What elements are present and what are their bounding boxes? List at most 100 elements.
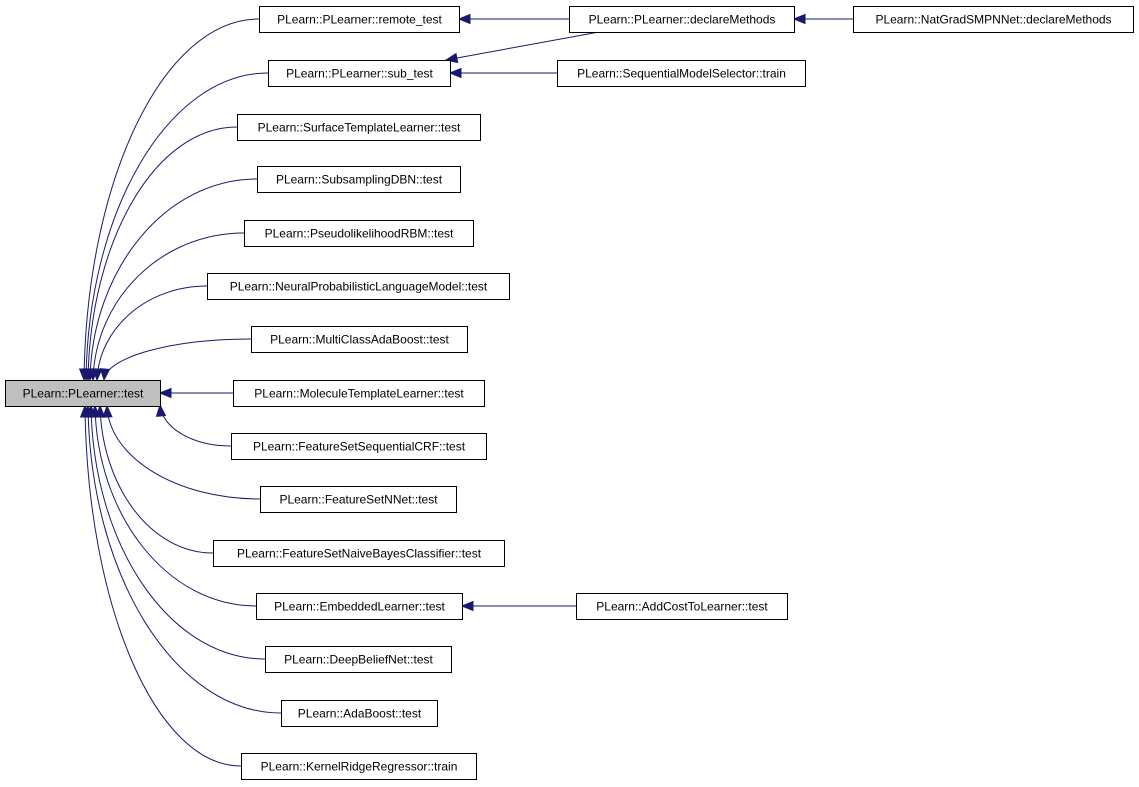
node-box [207, 273, 510, 300]
node-label: PLearn::SubsamplingDBN::test [276, 173, 443, 187]
node-box [853, 6, 1134, 33]
node-box [259, 6, 460, 33]
node-box [231, 433, 487, 460]
node-box [265, 646, 452, 673]
edges-layer [78, 13, 853, 767]
edge-line [103, 338, 252, 381]
edge-multiclass-to-root [99, 338, 252, 382]
node-box [237, 114, 481, 141]
node-addcost[interactable]: PLearn::AddCostToLearner::test [576, 593, 788, 620]
edge-arrowhead [792, 13, 806, 25]
edge-arrowhead [79, 404, 91, 418]
edge-declare-to-remote_test [457, 13, 569, 25]
nodes-layer: PLearn::PLearner::test PLearn::PLearner::… [5, 6, 1134, 780]
node-label: PLearn::MoleculeTemplateLearner::test [254, 387, 464, 401]
edge-line [94, 405, 257, 607]
node-neural[interactable]: PLearn::NeuralProbabilisticLanguageModel… [207, 273, 510, 300]
node-box [233, 380, 485, 407]
edge-line [92, 232, 245, 381]
node-box [576, 593, 788, 620]
node-box [251, 326, 468, 353]
edge-arrowhead [102, 404, 113, 418]
node-label: PLearn::PseudolikelihoodRBM::test [265, 227, 454, 241]
edge-line [87, 405, 282, 714]
node-fsnb[interactable]: PLearn::FeatureSetNaiveBayesClassifier::… [213, 540, 505, 567]
edge-arrowhead [460, 600, 474, 612]
node-subsampling[interactable]: PLearn::SubsamplingDBN::test [257, 166, 461, 193]
edge-remote_test-to-root [78, 18, 260, 382]
node-box [557, 60, 806, 87]
node-sub_test[interactable]: PLearn::PLearner::sub_test [268, 60, 451, 87]
edge-arrowhead [99, 368, 111, 382]
edge-fsnnet-to-root [102, 404, 261, 500]
edge-molecule-to-root [158, 387, 233, 399]
node-embedded[interactable]: PLearn::EmbeddedLearner::test [256, 593, 463, 620]
edge-natgrad-to-declare [792, 13, 853, 25]
edge-arrowhead [158, 387, 172, 399]
node-label: PLearn::NeuralProbabilisticLanguageModel… [230, 280, 488, 294]
node-box [281, 700, 438, 727]
node-label: PLearn::PLearner::remote_test [277, 13, 442, 27]
edge-addcost-to-embedded [460, 600, 576, 612]
edge-kernel-to-root [79, 404, 242, 767]
node-label: PLearn::MultiClassAdaBoost::test [270, 333, 449, 347]
node-label: PLearn::PLearner::test [23, 387, 144, 401]
edge-surface-to-root [82, 126, 238, 382]
edge-neural-to-root [92, 285, 208, 382]
node-box [244, 220, 474, 247]
node-box [260, 486, 457, 513]
node-label: PLearn::PLearner::declareMethods [589, 13, 776, 27]
node-kernel[interactable]: PLearn::KernelRidgeRegressor::train [241, 753, 477, 780]
edge-line [89, 178, 258, 381]
node-label: PLearn::FeatureSetNNet::test [279, 493, 438, 507]
edge-fscrf-to-root [155, 403, 232, 447]
node-label: PLearn::SequentialModelSelector::train [577, 67, 786, 81]
node-box [257, 166, 461, 193]
node-label: PLearn::FeatureSetSequentialCRF::test [253, 440, 466, 454]
node-box [256, 593, 463, 620]
edge-pseudo-to-root [88, 232, 245, 382]
node-label: PLearn::EmbeddedLearner::test [274, 600, 445, 614]
edge-arrowhead [155, 403, 167, 417]
node-fsnnet[interactable]: PLearn::FeatureSetNNet::test [260, 486, 457, 513]
node-pseudo[interactable]: PLearn::PseudolikelihoodRBM::test [244, 220, 474, 247]
node-natgrad[interactable]: PLearn::NatGradSMPNNet::declareMethods [853, 6, 1134, 33]
edge-fsnb-to-root [95, 404, 214, 554]
node-label: PLearn::DeepBeliefNet::test [284, 653, 433, 667]
edge-line [445, 31, 600, 61]
node-box [268, 60, 451, 87]
edge-line [106, 405, 261, 500]
node-label: PLearn::PLearner::sub_test [286, 67, 433, 81]
node-declare[interactable]: PLearn::PLearner::declareMethods [569, 6, 795, 33]
edge-line [85, 72, 269, 381]
edge-declare-to-sub_test [444, 31, 600, 64]
edge-arrowhead [448, 67, 462, 79]
node-box [5, 380, 161, 407]
node-label: PLearn::FeatureSetNaiveBayesClassifier::… [237, 547, 482, 561]
edge-line [83, 18, 260, 381]
node-adaboost[interactable]: PLearn::AdaBoost::test [281, 700, 438, 727]
node-molecule[interactable]: PLearn::MoleculeTemplateLearner::test [233, 380, 485, 407]
edge-line [87, 126, 238, 381]
node-label: PLearn::AdaBoost::test [298, 707, 422, 721]
edge-line [84, 405, 242, 767]
node-deepbelief[interactable]: PLearn::DeepBeliefNet::test [265, 646, 452, 673]
node-surface[interactable]: PLearn::SurfaceTemplateLearner::test [237, 114, 481, 141]
edge-line [99, 405, 214, 554]
edge-line [90, 405, 266, 660]
edge-arrowhead [92, 368, 103, 382]
node-box [241, 753, 477, 780]
edge-line [159, 404, 232, 447]
node-box [569, 6, 795, 33]
node-multiclass[interactable]: PLearn::MultiClassAdaBoost::test [251, 326, 468, 353]
node-label: PLearn::SurfaceTemplateLearner::test [258, 121, 461, 135]
node-seqsel[interactable]: PLearn::SequentialModelSelector::train [557, 60, 806, 87]
node-box [213, 540, 505, 567]
node-remote_test[interactable]: PLearn::PLearner::remote_test [259, 6, 460, 33]
edge-arrowhead [457, 13, 471, 25]
edge-line [96, 285, 208, 381]
root-node[interactable]: PLearn::PLearner::test [5, 380, 161, 407]
node-fscrf[interactable]: PLearn::FeatureSetSequentialCRF::test [231, 433, 487, 460]
node-label: PLearn::KernelRidgeRegressor::train [261, 760, 458, 774]
